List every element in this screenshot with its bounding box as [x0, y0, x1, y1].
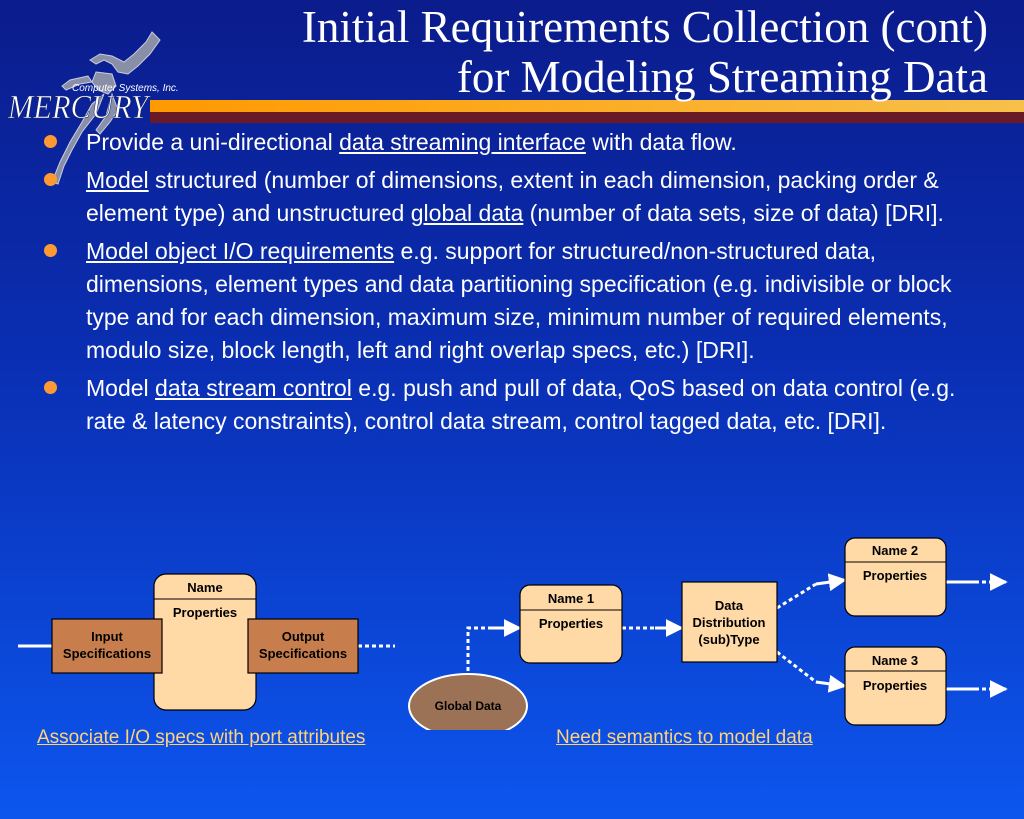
object-diagram: Name Properties Input Specifications Out…: [18, 573, 395, 711]
title-rule-orange: [150, 100, 1024, 112]
bullet-dot-icon: [44, 135, 57, 148]
bullet-text: e.g. push and pull of data, QoS based on…: [86, 375, 956, 434]
bullet-link-text[interactable]: data streaming interface: [339, 129, 586, 155]
caption-right[interactable]: Need semantics to model data: [556, 727, 813, 748]
name3-properties: Properties: [863, 678, 927, 693]
diagram: Name Properties Input Specifications Out…: [18, 537, 1008, 730]
mercury-logo: Computer Systems, Inc. MERCURY: [7, 31, 179, 185]
bullet-text: Model: [86, 375, 156, 401]
bullet-item: Model structured (number of dimensions, …: [44, 164, 984, 230]
output-spec-box: [247, 618, 359, 674]
object-properties: Properties: [173, 605, 237, 620]
slide-title: Initial Requirements Collection (cont) f…: [302, 2, 988, 102]
dist-to-name3-dotted: [776, 650, 817, 684]
bullet-text: e.g. support for structured/non-structur…: [86, 238, 952, 363]
distribution-line3: (sub)Type: [698, 632, 759, 647]
input-spec-line2: Specifications: [63, 646, 151, 661]
logo-company-text: Computer Systems, Inc.: [72, 83, 179, 94]
name2-label: Name 2: [872, 543, 918, 558]
global-data-ellipse: [408, 673, 528, 730]
name2-box: [844, 537, 947, 617]
bullet-dot-icon: [44, 244, 57, 257]
object-name: Name: [187, 580, 222, 595]
bullet-list: Provide a uni-directional data streaming…: [44, 126, 984, 443]
bullet-link-text[interactable]: Model: [86, 167, 149, 193]
bullet-link-text[interactable]: data stream control: [155, 375, 352, 401]
bullet-link-text[interactable]: Model object I/O requirements: [86, 238, 395, 264]
title-line-1: Initial Requirements Collection (cont): [301, 2, 988, 52]
dist-to-name2-arrow: [815, 573, 847, 592]
bullet-item: Model object I/O requirements e.g. suppo…: [44, 235, 984, 367]
input-spec-box: [51, 618, 163, 674]
streaming-diagram: Name 1 Properties Data Distribution (sub…: [408, 537, 1008, 730]
bullet-link-text[interactable]: global data: [410, 200, 524, 226]
dist-to-name3-arrow: [815, 674, 847, 693]
bullet-item: Provide a uni-directional data streaming…: [44, 126, 984, 159]
bullet-text: (number of data sets, size of data) [DRI…: [523, 200, 944, 226]
bullet-text: Provide a uni-directional: [86, 129, 340, 155]
global-data-label: Global Data: [435, 699, 502, 713]
title-rule-dark: [150, 112, 1024, 123]
title-line-2: for Modeling Streaming Data: [456, 52, 988, 102]
bullet-text: with data flow.: [585, 129, 737, 155]
name3-label: Name 3: [872, 653, 918, 668]
dist-to-name2-dotted: [776, 582, 817, 610]
name2-properties: Properties: [863, 568, 927, 583]
logo-brand-text: MERCURY: [7, 89, 151, 126]
mercury-figure-icon: [51, 31, 161, 185]
name3-box: [844, 646, 947, 726]
input-spec-line1: Input: [91, 629, 123, 644]
bullet-text: structured (number of dimensions, extent…: [86, 167, 939, 226]
global-connector: [466, 626, 492, 678]
bullet-dot-icon: [44, 173, 57, 186]
distribution-line1: Data: [715, 598, 744, 613]
output-spec-line1: Output: [282, 629, 325, 644]
distribution-box: [681, 581, 778, 663]
distribution-line2: Distribution: [693, 615, 766, 630]
name1-properties: Properties: [539, 616, 603, 631]
bullet-dot-icon: [44, 381, 57, 394]
caption-left[interactable]: Associate I/O specs with port attributes: [37, 727, 366, 748]
name1-box: [519, 584, 623, 664]
bullet-item: Model data stream control e.g. push and …: [44, 372, 984, 438]
name1-label: Name 1: [548, 591, 594, 606]
output-spec-line2: Specifications: [259, 646, 347, 661]
